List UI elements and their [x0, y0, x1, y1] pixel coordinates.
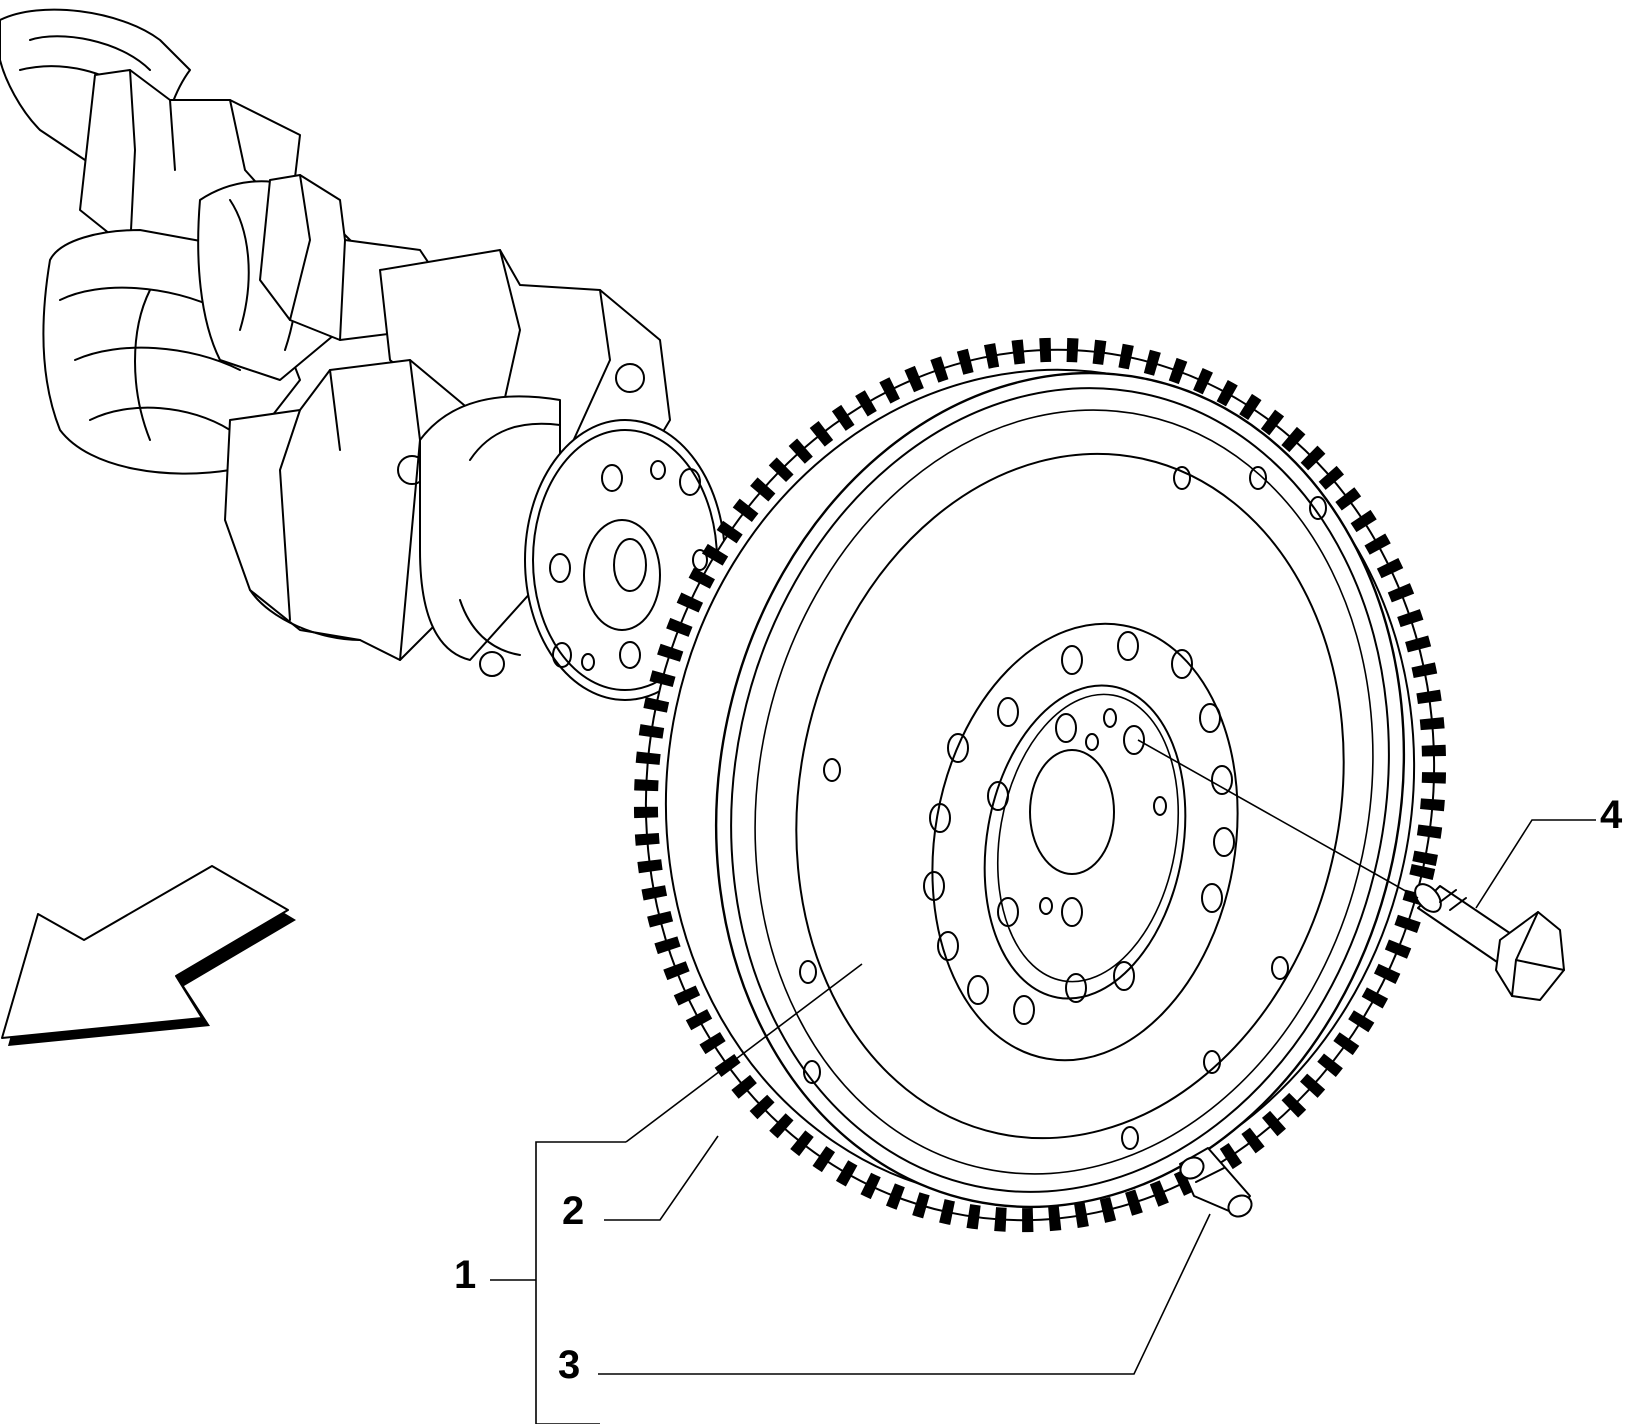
leader-lines — [490, 739, 1596, 1424]
flywheel-bolt — [1414, 883, 1565, 1001]
callout-1: 1 — [454, 1253, 476, 1297]
callout-4: 4 — [1600, 793, 1623, 837]
crankshaft — [0, 8, 726, 701]
direction-arrow — [1, 865, 296, 1046]
flywheel — [633, 337, 1447, 1233]
dowel-pin — [1179, 1147, 1253, 1218]
callout-2: 2 — [562, 1189, 584, 1233]
callout-3: 3 — [558, 1343, 580, 1387]
